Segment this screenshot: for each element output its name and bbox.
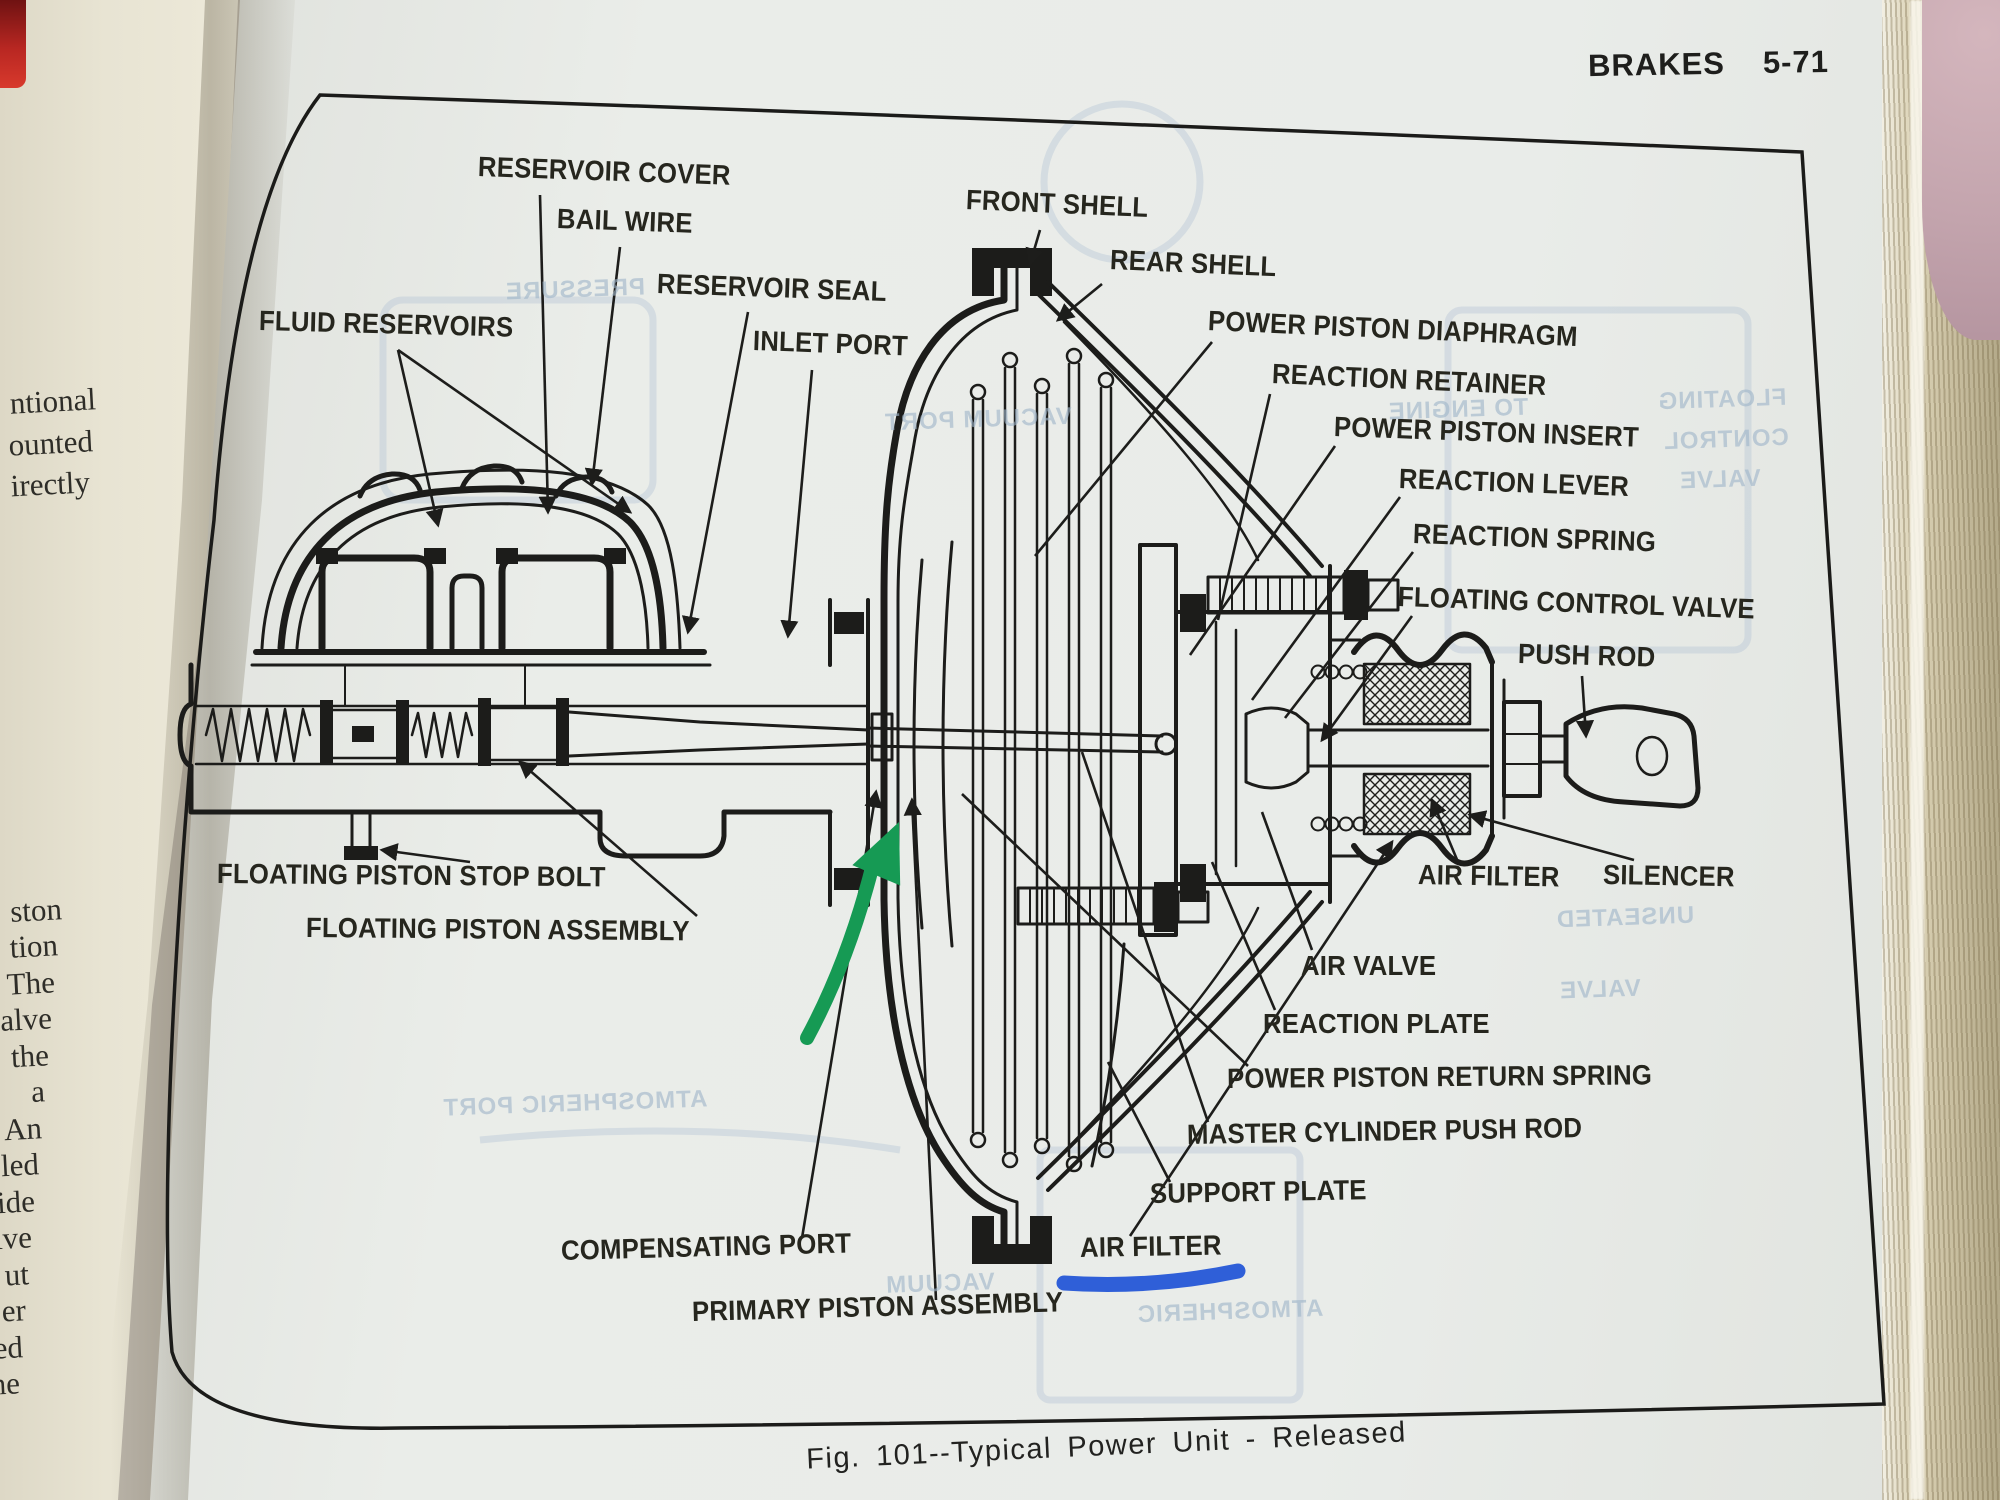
figure-label-support-plate: SUPPORT PLATE [1149,1174,1367,1209]
leader-line-support-plate [1106,1061,1172,1183]
leader-line-fluid-reservoirs [397,348,633,514]
figure-label-power-piston-return-spring: POWER PISTON RETURN SPRING [1226,1059,1653,1094]
leader-line-master-cylinder-push-rod [1080,751,1210,1123]
master-cylinder-drawing [177,463,1178,907]
leader-line-power-piston-insert [1188,445,1337,656]
leader-line-silencer [1467,810,1635,862]
background-carpet [1922,0,2000,340]
leader-line-front-shell [1025,229,1044,267]
blue-underline-annotation [1056,1263,1246,1292]
leader-line-primary-piston-assembly [903,797,938,1301]
ghost-text-7: VALVE [1558,974,1642,1005]
figure-label-bail-wire: BAIL WIRE [556,203,694,239]
booster-drawing [880,248,1701,1264]
leader-line-reservoir-cover [538,194,557,515]
figure-label-rear-shell: REAR SHELL [1109,244,1277,283]
leader-line-floating-piston-stop-bolt [379,843,471,864]
figure-label-push-rod: PUSH ROD [1517,638,1656,673]
figure-label-air-valve: AIR VALVE [1301,950,1437,981]
ghost-text-3: FLOATING [1657,383,1787,416]
leader-line-power-piston-return-spring [961,793,1249,1067]
figure-label-reaction-plate: REACTION PLATE [1263,1008,1490,1039]
figure-label-floating-piston-stop-bolt: FLOATING PISTON STOP BOLT [216,858,606,893]
green-arrow-head [852,822,901,886]
leader-line-reaction-plate [1210,861,1277,1011]
leader-line-fluid-reservoirs [396,349,444,528]
figure-label-fluid-reservoirs: FLUID RESERVOIRS [258,305,514,343]
figure-frame [165,93,1886,1430]
leader-line-bail-wire [584,246,622,487]
leader-line-reaction-retainer [1216,393,1272,621]
figure-label-master-cylinder-push-rod: MASTER CYLINDER PUSH ROD [1186,1112,1583,1150]
leader-line-air-filter-right [1429,797,1460,863]
gutter-shadow [95,0,295,1500]
figure-label-air-filter-right: AIR FILTER [1417,859,1560,893]
ghost-text-6: UNSEATED [1555,901,1695,934]
ghost-text-2: TO ENGINE [1387,393,1529,426]
leader-line-air-filter-bottom [1128,839,1394,1237]
leader-line-floating-piston-assembly [517,760,698,917]
figure-label-floating-piston-assembly: FLOATING PISTON ASSEMBLY [305,912,690,947]
leader-line-reservoir-seal [681,311,750,635]
leader-line-floating-control-valve [1320,615,1414,743]
leader-lines [379,194,1635,1301]
green-arrow-annotation [800,822,901,1045]
ghost-text-4: CONTROL [1662,423,1790,456]
figure-label-inlet-port: INLET PORT [752,325,909,362]
ghost-text-9: VACUUM [884,1268,996,1299]
show-through-shapes [379,100,1752,1404]
leader-line-rear-shell [1055,282,1103,322]
figure-label-air-filter-bottom: AIR FILTER [1079,1229,1222,1263]
green-arrow-shaft [800,861,879,1045]
leader-line-reaction-spring [1283,551,1415,719]
leader-line-reaction-lever [1250,496,1402,701]
leader-line-power-piston-diaphragm [1033,341,1214,557]
figure-label-silencer: SILENCER [1602,859,1735,893]
leader-line-push-rod [1575,675,1595,739]
ghost-text-5: VALVE [1678,464,1762,495]
leader-line-air-valve [1260,811,1314,951]
red-bookmark-edge [0,0,26,88]
leader-line-inlet-port [780,369,814,639]
ghost-text-0: PRESSURE [504,273,646,306]
